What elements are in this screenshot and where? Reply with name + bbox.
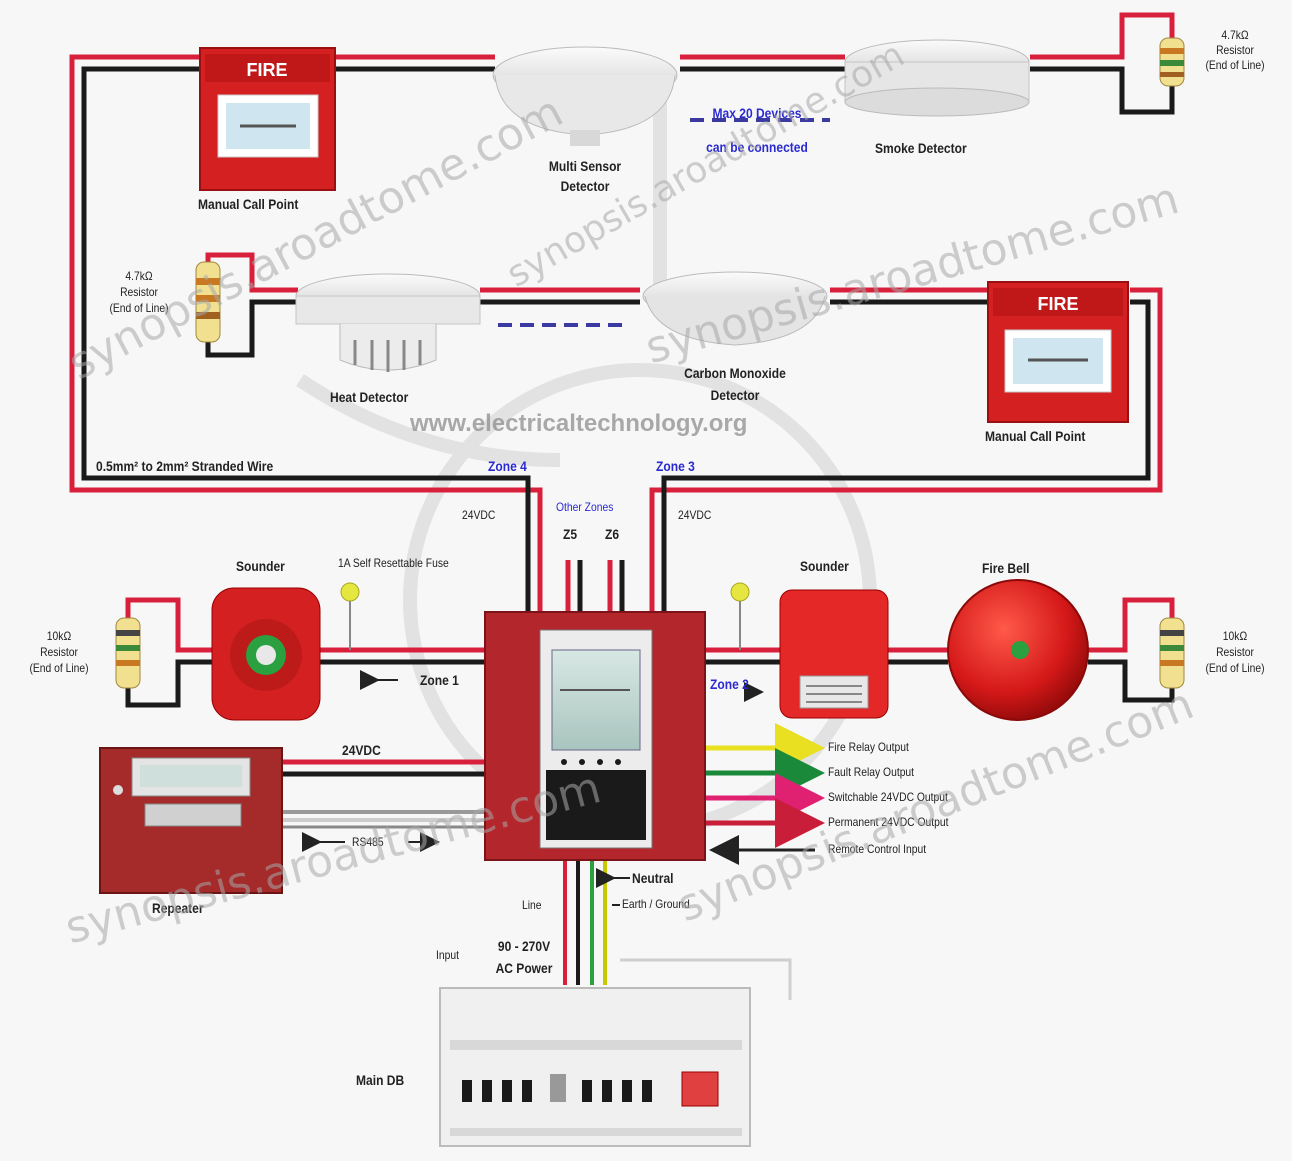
label-remote: Remote Control Input — [828, 842, 927, 856]
label-repeater: Repeater — [152, 900, 204, 916]
zone1-wires — [125, 597, 485, 708]
zone2-wires — [705, 597, 1175, 703]
label-rs485: RS485 — [352, 835, 384, 849]
website-watermark: www.electricaltechnology.org — [410, 410, 748, 437]
dashed-device-indicator — [498, 118, 830, 327]
main-distribution-board — [439, 987, 751, 1147]
relay-output-lines — [705, 723, 825, 865]
label-resistor-top-right: 4.7kΩ Resistor (End of Line) — [1205, 28, 1265, 72]
label-max-devices: Max 20 Devices can be connected — [706, 105, 808, 155]
power-wires — [563, 860, 792, 1000]
label-wire: 0.5mm² to 2mm² Stranded Wire — [96, 458, 274, 474]
multi-sensor-detector — [492, 46, 678, 146]
label-manual-call-point-right: Manual Call Point — [985, 428, 1086, 444]
label-main-db: Main DB — [356, 1072, 405, 1088]
control-panel — [484, 611, 706, 861]
label-24vdc-right: 24VDC — [678, 508, 712, 522]
label-z5: Z5 — [563, 526, 578, 542]
sounder-left — [211, 587, 321, 721]
manual-call-point-top: FIRE — [199, 47, 336, 191]
label-heat-detector: Heat Detector — [330, 389, 409, 405]
label-line: Line — [522, 898, 542, 912]
label-24vdc-left: 24VDC — [462, 508, 496, 522]
co-detector — [642, 271, 828, 346]
label-sounder-right: Sounder — [800, 558, 849, 574]
resistor-left — [115, 617, 141, 689]
zone3-loop-wires — [205, 252, 1163, 612]
repeater-panel — [99, 747, 283, 894]
resistor-top-right — [1159, 37, 1185, 87]
fire-sign-text: FIRE — [1037, 294, 1078, 314]
label-resistor-mid-left: 4.7kΩ Resistor (End of Line) — [109, 269, 169, 315]
label-z6: Z6 — [605, 526, 620, 542]
label-zone2: Zone 2 — [710, 676, 749, 692]
self-resettable-fuse — [340, 582, 360, 650]
label-neutral: Neutral — [632, 870, 674, 886]
small-arrows — [302, 670, 764, 906]
label-smoke-detector: Smoke Detector — [875, 140, 967, 156]
label-input: Input — [436, 948, 459, 962]
label-fire-bell: Fire Bell — [982, 560, 1030, 576]
label-resistor-right: 10kΩ Resistor (End of Line) — [1205, 629, 1265, 675]
label-other-zones: Other Zones — [556, 500, 614, 514]
label-24vdc-repeater: 24VDC — [342, 742, 381, 758]
label-permanent: Permanent 24VDC Output — [828, 815, 949, 829]
label-zone1: Zone 1 — [420, 672, 459, 688]
label-earth: Earth / Ground — [622, 897, 690, 911]
label-multi-sensor: Multi Sensor Detector — [548, 158, 622, 194]
repeater-wires — [282, 759, 485, 829]
label-ac-power: 90 - 270V AC Power — [495, 938, 553, 976]
resistor-right — [1159, 617, 1185, 689]
label-zone4: Zone 4 — [488, 458, 527, 474]
zone4-loop-wires — [69, 12, 1175, 612]
label-resistor-left: 10kΩ Resistor (End of Line) — [29, 629, 89, 675]
heat-detector — [295, 273, 481, 372]
other-zones-wires — [565, 560, 625, 612]
fire-sign-text: FIRE — [246, 60, 287, 80]
smoke-detector — [844, 39, 1030, 117]
label-manual-call-point-top: Manual Call Point — [198, 196, 299, 212]
sounder-right — [779, 589, 889, 719]
label-fire-relay: Fire Relay Output — [828, 740, 909, 754]
label-switchable: Switchable 24VDC Output — [828, 790, 948, 804]
fire-bell — [947, 579, 1089, 721]
label-fuse: 1A Self Resettable Fuse — [338, 556, 449, 570]
label-sounder-left: Sounder — [236, 558, 285, 574]
manual-call-point-right: FIRE — [987, 281, 1129, 423]
label-zone3: Zone 3 — [656, 458, 695, 474]
label-co-detector: Carbon Monoxide Detector — [684, 365, 786, 403]
resistor-mid-left — [195, 261, 221, 343]
label-fault-relay: Fault Relay Output — [828, 765, 915, 779]
fuse-right — [730, 582, 750, 650]
